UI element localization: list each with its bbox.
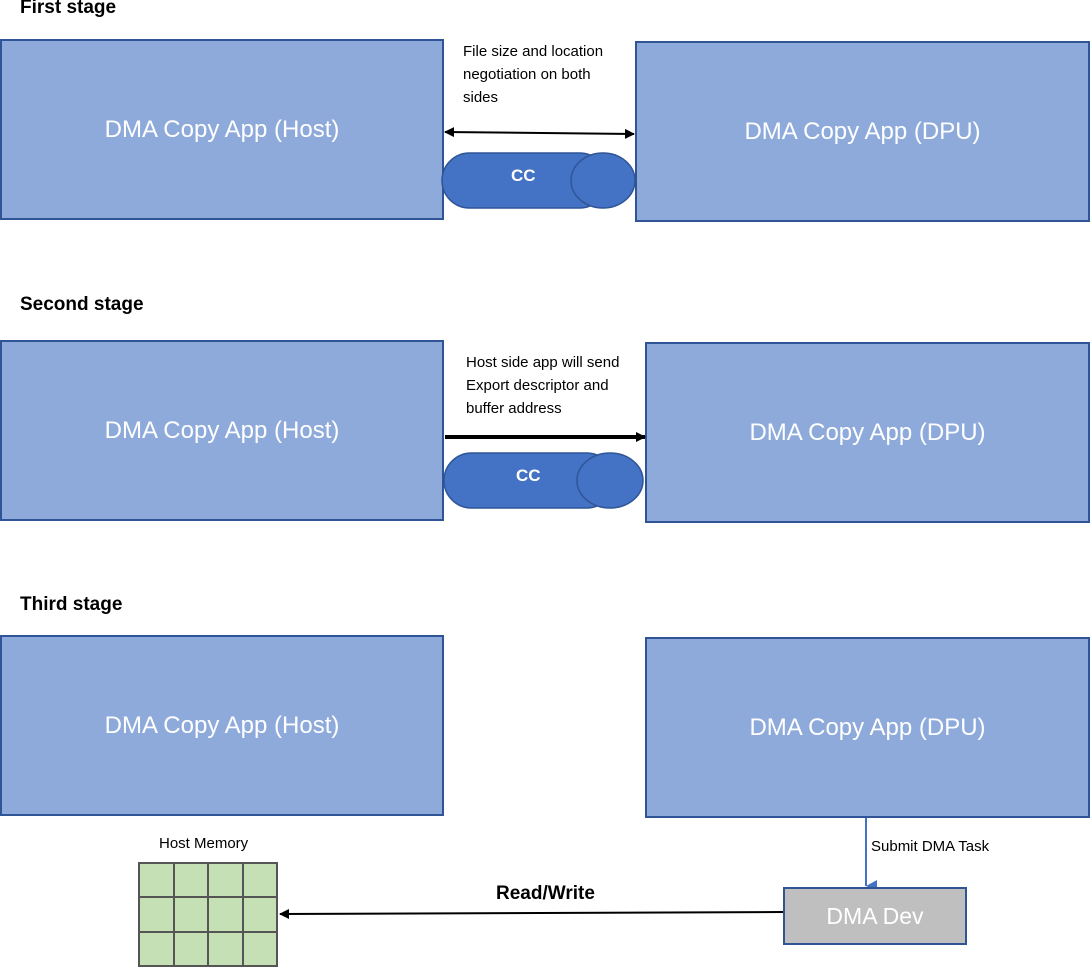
first-stage-title: First stage [20, 0, 117, 18]
cc-label-stage2: CC [516, 466, 541, 485]
memory-cell [139, 863, 174, 898]
negotiation-note: File size and location negotiation on bo… [463, 43, 604, 106]
host-app-label: DMA Copy App (Host) [104, 416, 340, 444]
third-stage-title: Third stage [20, 594, 123, 615]
submit-dma-label: Submit DMA Task [871, 838, 990, 855]
dpu-app-label: DMA Copy App (DPU) [749, 713, 986, 741]
memory-cell [139, 931, 174, 966]
host-memory-grid [138, 862, 278, 967]
host-app-box-stage3: DMA Copy App (Host) [0, 635, 444, 816]
export-descriptor-note: Host side app will send Export descripto… [466, 354, 620, 417]
read-write-arrow [279, 908, 784, 919]
memory-cell [208, 897, 243, 932]
memory-cell [173, 897, 208, 932]
dpu-app-box-stage2: DMA Copy App (DPU) [645, 342, 1090, 523]
cc-channel-stage2 [443, 452, 644, 509]
negotiation-arrow [444, 127, 635, 139]
memory-cell [173, 863, 208, 898]
memory-cell [242, 897, 277, 932]
memory-cell [242, 931, 277, 966]
second-stage-title: Second stage [20, 294, 144, 315]
read-write-label: Read/Write [496, 883, 595, 904]
dpu-app-label: DMA Copy App (DPU) [749, 418, 986, 446]
cc-channel-stage1 [441, 152, 636, 209]
memory-cell [208, 863, 243, 898]
memory-cell [242, 863, 277, 898]
dpu-app-box-stage1: DMA Copy App (DPU) [635, 41, 1090, 222]
dma-dev-label: DMA Dev [826, 902, 924, 929]
host-memory-label: Host Memory [159, 835, 249, 852]
memory-cell [208, 931, 243, 966]
dma-dev-box: DMA Dev [783, 887, 967, 945]
host-app-box-stage1: DMA Copy App (Host) [0, 39, 444, 220]
memory-cell [139, 897, 174, 932]
host-app-label: DMA Copy App (Host) [104, 115, 340, 143]
memory-cell [173, 931, 208, 966]
host-app-box-stage2: DMA Copy App (Host) [0, 340, 444, 521]
dpu-app-label: DMA Copy App (DPU) [744, 117, 981, 145]
host-app-label: DMA Copy App (Host) [104, 711, 340, 739]
cc-label-stage1: CC [511, 166, 536, 185]
dpu-app-box-stage3: DMA Copy App (DPU) [645, 637, 1090, 818]
